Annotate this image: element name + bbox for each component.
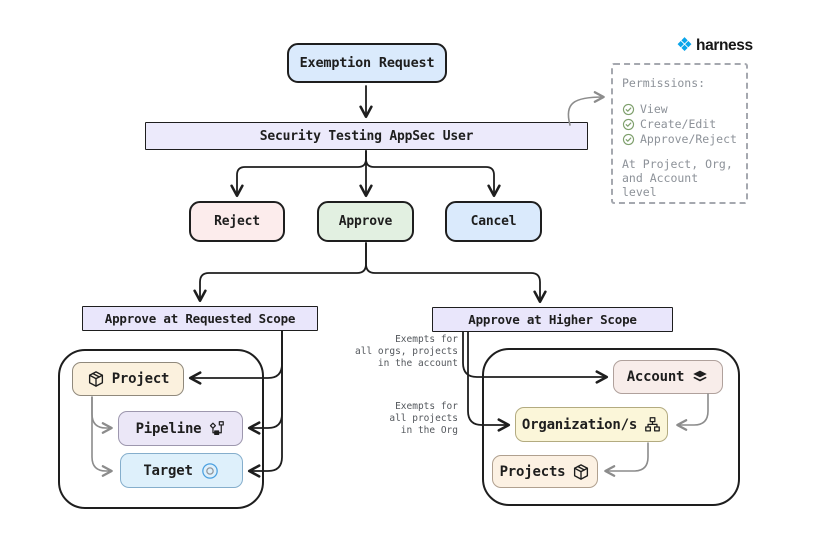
node-label: Reject [214, 214, 260, 229]
permission-label: Create/Edit [640, 117, 717, 131]
node-organizations: Organization/s [515, 407, 668, 442]
permission-label: Approve/Reject [640, 132, 737, 146]
permission-item-approve-reject: Approve/Reject [622, 132, 737, 146]
harness-logo: ❖ harness [676, 36, 753, 55]
node-label: Security Testing AppSec User [259, 128, 474, 144]
node-label: Cancel [470, 214, 517, 229]
harness-diamond-icon: ❖ [676, 34, 694, 56]
check-circle-icon [622, 103, 635, 116]
node-projects: Projects [492, 455, 598, 488]
permissions-title: Permissions: [622, 76, 706, 90]
node-label: Projects [499, 463, 566, 480]
node-reject: Reject [189, 201, 285, 242]
node-approve-requested-scope: Approve at Requested Scope [82, 306, 318, 331]
node-pipeline: Pipeline [118, 411, 243, 446]
permissions-scope-note: At Project, Org, and Account level [622, 157, 733, 199]
permission-item-view: View [622, 102, 737, 116]
node-label: Target [143, 462, 193, 479]
node-appsec-user: Security Testing AppSec User [145, 122, 588, 150]
cube-icon [87, 370, 105, 388]
layers-icon [691, 368, 709, 386]
annotation-exempts-org: Exempts for all projects in the Org [389, 401, 458, 436]
node-exemption-request: Exemption Request [287, 43, 447, 83]
node-label: Account [626, 369, 685, 385]
cube-icon [572, 463, 590, 481]
higher-scope-group [482, 348, 740, 506]
node-label: Project [111, 371, 170, 387]
node-label: Organization/s [521, 416, 638, 433]
org-chart-icon [644, 416, 661, 433]
node-label: Exemption Request [299, 55, 435, 71]
annotation-exempts-account: Exempts for all orgs, projects in the ac… [355, 334, 458, 369]
node-approve: Approve [317, 201, 414, 242]
permission-label: View [640, 102, 668, 116]
check-circle-icon [622, 133, 635, 146]
target-icon [200, 461, 220, 481]
node-label: Pipeline [135, 420, 202, 437]
check-circle-icon [622, 118, 635, 131]
node-project: Project [72, 362, 184, 396]
node-label: Approve at Requested Scope [104, 311, 296, 326]
node-account: Account [613, 360, 723, 394]
pipeline-icon [208, 420, 225, 437]
node-target: Target [120, 453, 243, 488]
permission-item-create-edit: Create/Edit [622, 117, 737, 131]
harness-wordmark: harness [696, 36, 753, 54]
node-label: Approve [338, 214, 393, 229]
permissions-panel: Permissions: View Create/Edit Approve/Re… [611, 63, 748, 204]
node-label: Approve at Higher Scope [468, 312, 637, 327]
node-approve-higher-scope: Approve at Higher Scope [432, 307, 673, 332]
node-cancel: Cancel [445, 201, 542, 242]
